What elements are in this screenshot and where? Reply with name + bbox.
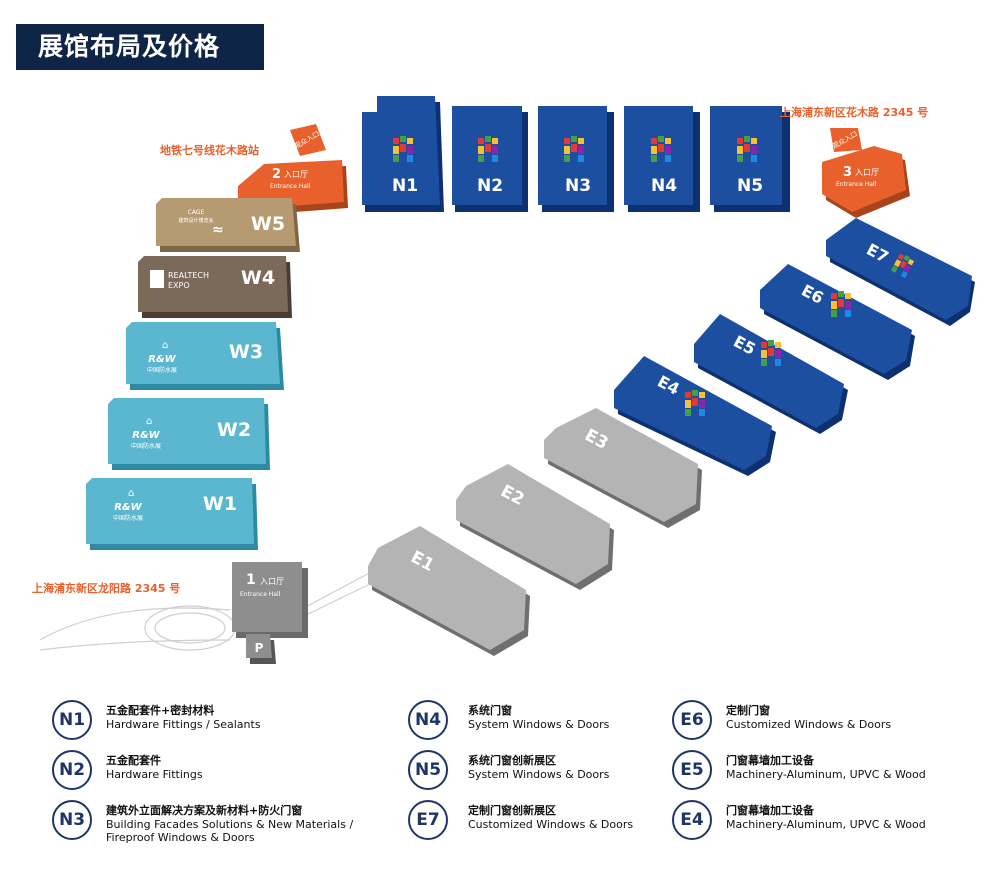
entrance-1-en: Entrance Hall	[240, 591, 281, 598]
legend-en-line2: Fireproof Windows & Doors	[106, 831, 255, 844]
rw-logo-cn: 中国防水展	[147, 366, 177, 374]
hall-w2[interactable]: ⌂ R&W 中国防水展 W2	[108, 398, 270, 470]
exhibition-map: N1 N2 N3 N4 N5 3 入口厅 Entrance Hall 观众入口	[32, 96, 975, 664]
legend-cn: 门窗幕墙加工设备	[726, 754, 814, 767]
legend-en: Building Facades Solutions & New Materia…	[106, 818, 354, 831]
entrance-2-number: 2	[272, 167, 281, 182]
rw-logo-text: R&W	[148, 354, 176, 365]
entrance-3-number: 3	[843, 165, 852, 180]
rw-logo-cn: 中国防水展	[131, 442, 161, 450]
entrance-3-en: Entrance Hall	[836, 181, 877, 188]
page-title: 展馆布局及价格	[16, 24, 264, 70]
legend-en: Hardware Fittings / Sealants	[106, 718, 261, 731]
legend-badge: N1	[52, 700, 92, 740]
legend-badge: N3	[52, 800, 92, 840]
hall-label-w4: W4	[241, 267, 275, 289]
hall-e4[interactable]: E4	[614, 356, 776, 476]
legend-badge: N2	[52, 750, 92, 790]
road-lines	[39, 569, 379, 651]
hall-n1[interactable]: N1	[362, 96, 444, 212]
legend-en: Customized Windows & Doors	[726, 718, 892, 731]
legend-cn: 系统门窗	[468, 704, 512, 717]
cage-logo-mark: ≈	[212, 222, 224, 238]
rw-logo-roof: ⌂	[162, 340, 168, 351]
entrance-3[interactable]: 3 入口厅 Entrance Hall 观众入口	[822, 128, 910, 218]
legend-en: Hardware Fittings	[106, 768, 203, 781]
hall-e3[interactable]: E3	[544, 408, 702, 528]
legend-en: Machinery-Aluminum, UPVC & Wood	[726, 818, 926, 831]
hall-label-w2: W2	[217, 419, 251, 441]
rw-logo-roof: ⌂	[128, 488, 134, 499]
hall-n2[interactable]: N2	[452, 106, 528, 212]
hall-n3[interactable]: N3	[538, 106, 614, 212]
realtech-logo-text: REALTECH	[168, 271, 209, 280]
hall-n4[interactable]: N4	[624, 106, 700, 212]
legend-cn: 门窗幕墙加工设备	[726, 804, 814, 817]
hall-label-n4: N4	[651, 176, 677, 196]
legend-cn: 建筑外立面解决方案及新材料+防火门窗	[106, 804, 303, 817]
hall-label-n1: N1	[392, 176, 418, 196]
legend-badge: E4	[672, 800, 712, 840]
hall-w5[interactable]: CAGE 建筑设计博览会 ≈ W5	[156, 198, 300, 252]
legend-cn: 五金配套件+密封材料	[106, 704, 215, 717]
entrance-3-cn: 入口厅	[855, 168, 879, 177]
legend-cn: 定制门窗	[726, 704, 770, 717]
hall-w4[interactable]: REALTECH EXPO W4	[138, 256, 292, 318]
rw-logo-roof: ⌂	[146, 416, 152, 427]
entrance-1-cn: 入口厅	[260, 577, 284, 586]
hall-label-w3: W3	[229, 341, 263, 363]
hall-w1[interactable]: ⌂ R&W 中国防水展 W1	[86, 478, 258, 550]
hall-label-n3: N3	[565, 176, 591, 196]
legend-en: Machinery-Aluminum, UPVC & Wood	[726, 768, 926, 781]
entrance-1-number: 1	[246, 572, 256, 588]
hall-label-w1: W1	[203, 493, 237, 515]
legend-badge: N5	[408, 750, 448, 790]
hall-label-w5: W5	[251, 213, 285, 235]
entrance-2-cn: 入口厅	[284, 170, 308, 179]
legend-badge: E6	[672, 700, 712, 740]
hall-label-n2: N2	[477, 176, 503, 196]
metro-station-label: 地铁七号线花木路站	[160, 143, 259, 157]
hall-n5[interactable]: N5	[710, 106, 790, 212]
hall-e7[interactable]: E7	[826, 218, 975, 326]
rw-logo-cn: 中国防水展	[113, 514, 143, 522]
legend-en: Customized Windows & Doors	[468, 818, 634, 831]
hall-e2[interactable]: E2	[456, 464, 614, 590]
legend-en: System Windows & Doors	[468, 768, 610, 781]
rw-logo-text: R&W	[114, 502, 142, 513]
parking-label: P	[255, 641, 264, 655]
entrance-1[interactable]: 1 入口厅 Entrance Hall	[232, 562, 308, 638]
hall-e1[interactable]: E1	[368, 526, 530, 656]
parking-p[interactable]: P	[246, 634, 276, 664]
entrance-2-en: Entrance Hall	[270, 183, 311, 190]
realtech-logo-icon	[150, 270, 164, 288]
hall-w3[interactable]: ⌂ R&W 中国防水展 W3	[126, 322, 284, 390]
legend-en: System Windows & Doors	[468, 718, 610, 731]
cage-logo-cn: 建筑设计博览会	[178, 217, 213, 224]
rw-logo-text: R&W	[132, 430, 160, 441]
longyang-road-address: 上海浦东新区龙阳路 2345 号	[32, 581, 180, 595]
hall-e6[interactable]: E6	[760, 264, 915, 380]
legend-badge: E5	[672, 750, 712, 790]
legend-cn: 定制门窗创新展区	[468, 804, 556, 817]
legend-cn: 系统门窗创新展区	[468, 754, 556, 767]
legend-badge: N4	[408, 700, 448, 740]
cage-logo-text: CAGE	[188, 209, 205, 216]
legend-cn: 五金配套件	[106, 754, 161, 767]
hall-e5[interactable]: E5	[694, 314, 848, 434]
legend-badge: E7	[408, 800, 448, 840]
hall-label-n5: N5	[737, 176, 763, 196]
huamu-road-address: 上海浦东新区花木路 2345 号	[780, 105, 928, 119]
realtech-expo-text: EXPO	[168, 281, 190, 290]
